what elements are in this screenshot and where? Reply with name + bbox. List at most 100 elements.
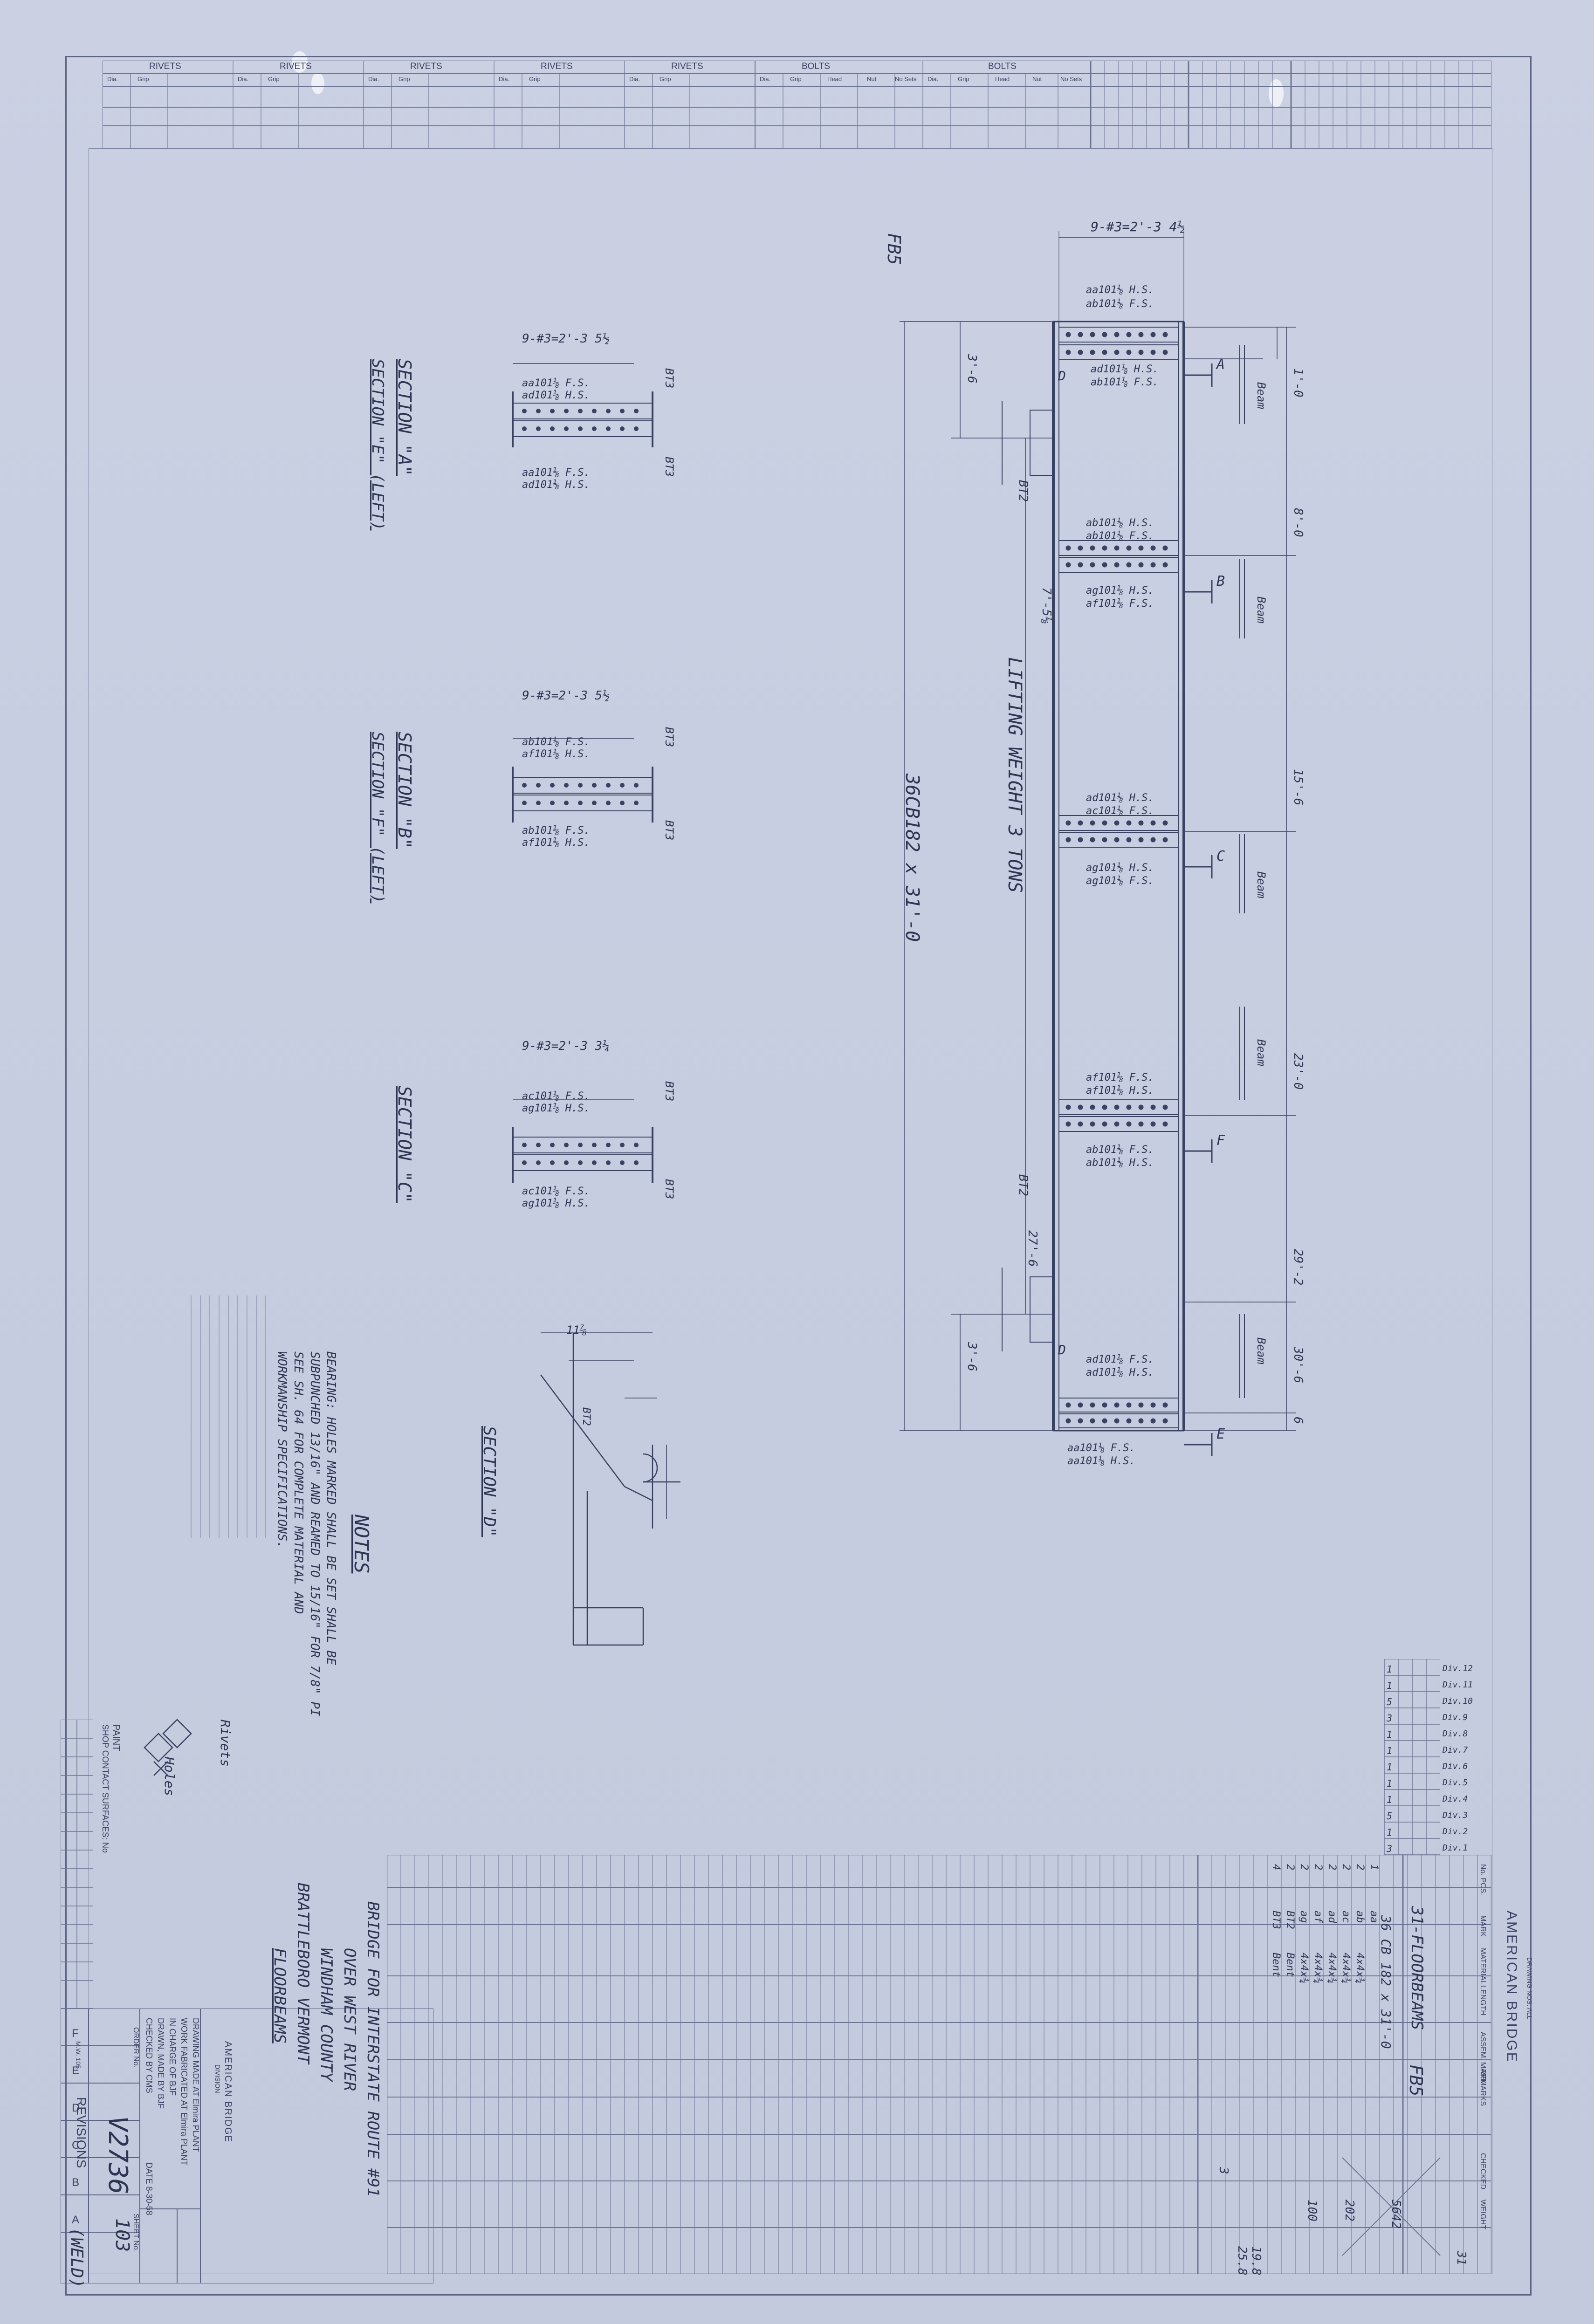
paint-title: PAINT bbox=[111, 1724, 121, 1751]
dim-right: 23'-0 bbox=[1291, 1053, 1305, 1090]
header-group-label: BOLTS bbox=[988, 62, 1017, 71]
div-label: Div.11 bbox=[1443, 1680, 1473, 1690]
bom-label: 31-FLOORBEAMS bbox=[1408, 1906, 1426, 2030]
section-mark: F bbox=[1216, 1132, 1225, 1149]
dim-mid: 7'-5⅛ bbox=[1039, 587, 1053, 624]
header-group-label: RIVETS bbox=[671, 62, 703, 71]
section-a-dim: 9-#3=2'-3 5½ bbox=[522, 332, 610, 346]
bom-row-mark: ac bbox=[1340, 1911, 1352, 1923]
rivet-legend-shop: Rivets bbox=[218, 1720, 233, 1767]
div-label: Div.7 bbox=[1443, 1745, 1468, 1755]
bom-weight: 202 bbox=[1342, 2200, 1356, 2221]
order-number: V2736 bbox=[103, 2116, 133, 2194]
elevation-top-dim: 9-#3=2'-3 4½ bbox=[1091, 219, 1185, 234]
callout: ag101⅛ H.S. bbox=[1086, 862, 1154, 874]
bom-row-mark: ab bbox=[1354, 1911, 1366, 1923]
tb-order-label: ORDER No. bbox=[132, 2027, 140, 2068]
section-c-bt: BT3 bbox=[663, 1179, 676, 1200]
bom-row-pcs: 2 bbox=[1326, 1864, 1338, 1871]
div-label: Div.3 bbox=[1443, 1810, 1468, 1820]
bom-total: 31 bbox=[1454, 2251, 1468, 2266]
rivet-col-label: Grip bbox=[268, 75, 280, 82]
section-d-dim: 11⅞ bbox=[566, 1323, 587, 1337]
bom-row-desc: 4x4x¾ bbox=[1312, 1953, 1324, 1984]
bom-row-pcs: 2 bbox=[1312, 1864, 1324, 1871]
div-label: Div.2 bbox=[1443, 1827, 1468, 1837]
bom-row-pcs: 2 bbox=[1340, 1864, 1352, 1871]
div-label: Div.6 bbox=[1443, 1762, 1468, 1771]
dim-left: 3'-6 bbox=[965, 354, 979, 384]
section-a-bt: BT3 bbox=[663, 457, 676, 477]
section-c-dim: 9-#3=2'-3 3¼ bbox=[522, 1039, 610, 1053]
bom-member-mark: FB5 bbox=[1406, 2064, 1426, 2097]
section-a-callout: ad101⅛ H.S. bbox=[522, 479, 590, 491]
dim-left: 3'-6 bbox=[965, 1342, 979, 1371]
header-subcols: Dia. Grip Dia. Grip Dia. Grip Dia. Grip … bbox=[103, 75, 1491, 88]
tb-drawn-by: DRAWN, MADE BY BJF bbox=[156, 2018, 165, 2109]
bom-row-pcs: 2 bbox=[1298, 1864, 1310, 1871]
bolt-col-label: Nut bbox=[1032, 75, 1042, 82]
sheet-number: 103 bbox=[111, 2218, 133, 2252]
div-label: Div.12 bbox=[1443, 1664, 1473, 1673]
div-value: 1 bbox=[1387, 1778, 1393, 1789]
div-value: 1 bbox=[1387, 1680, 1393, 1691]
tb-checked-by: CHECKED BY CMS bbox=[144, 2018, 154, 2093]
section-b-callout: ab101⅛ F.S. bbox=[522, 825, 590, 836]
callout: ab101⅛ F.S. bbox=[1091, 377, 1159, 388]
section-b-bt: BT3 bbox=[663, 820, 676, 841]
division-tally-grid bbox=[1384, 1659, 1440, 1855]
bom-row-mark: BT3 bbox=[1270, 1911, 1282, 1929]
callout: ab101⅛ H.S. bbox=[1086, 517, 1154, 529]
bolt-col-label: Head bbox=[995, 75, 1010, 82]
div-label: Div.1 bbox=[1443, 1843, 1468, 1853]
bom-header: CHECKED bbox=[1479, 2153, 1487, 2190]
header-group-label: RIVETS bbox=[541, 62, 573, 71]
beam-label: Beam bbox=[1255, 871, 1268, 898]
header-group-label: RIVETS bbox=[410, 62, 442, 71]
bill-of-material-grid bbox=[387, 1855, 1491, 2274]
div-value: 5 bbox=[1387, 1696, 1393, 1707]
bom-row-desc: Bent bbox=[1270, 1953, 1282, 1977]
section-details bbox=[512, 363, 653, 1183]
floorbeam-elevation bbox=[900, 231, 1296, 1456]
rev-letter: C bbox=[72, 2139, 80, 2152]
rivet-col-label: Grip bbox=[660, 75, 671, 82]
bom-company: AMERICAN BRIDGE bbox=[1504, 1911, 1519, 2063]
callout: ad101⅛ H.S. bbox=[1086, 792, 1154, 804]
section-subtitle: SECTION "E" (LEFT) bbox=[368, 359, 387, 531]
rivet-col-label: Grip bbox=[137, 75, 149, 82]
callout: ac101⅛ F.S. bbox=[1086, 805, 1154, 817]
lifting-weight-note: LIFTING WEIGHT 3 TONS bbox=[1004, 657, 1025, 893]
bom-drawing-title: DRAWING NOS. ALL bbox=[1526, 1957, 1533, 2020]
section-title: SECTION "B" bbox=[394, 732, 415, 849]
callout: aa101⅛ F.S. bbox=[1067, 1442, 1135, 1454]
title-block-frame bbox=[61, 2009, 433, 2283]
callout: ag101⅛ H.S. bbox=[1086, 585, 1154, 596]
callout: ab101⅛ F.S. bbox=[1086, 1144, 1154, 1156]
div-value: 1 bbox=[1387, 1794, 1393, 1805]
member-mark: FB5 bbox=[884, 233, 904, 265]
beam-label: Beam bbox=[1255, 596, 1268, 624]
member-size-label: 36CB182 x 31'-0 bbox=[901, 774, 923, 942]
bom-header: No. PCS. bbox=[1479, 1864, 1487, 1895]
section-b-callout: af101⅛ H.S. bbox=[522, 837, 590, 849]
rev-letter: D bbox=[72, 2102, 80, 2114]
bolt-col-label: No Sets bbox=[1060, 75, 1082, 82]
bom-header: REMARKS bbox=[1479, 2069, 1487, 2106]
section-title: SECTION "A" bbox=[394, 359, 415, 476]
section-subtitle: SECTION "F" (LEFT) bbox=[368, 732, 387, 904]
bom-weight: 100 bbox=[1305, 2200, 1319, 2221]
bolt-col-label: Dia. bbox=[928, 75, 939, 82]
rev-letter: F bbox=[72, 2027, 79, 2040]
dim-right: 15'-6 bbox=[1291, 769, 1305, 806]
tb-date: DATE 8-30-58 bbox=[144, 2162, 154, 2215]
bom-row-desc: Bent bbox=[1284, 1953, 1296, 1977]
callout: ag101⅛ F.S. bbox=[1086, 875, 1154, 887]
section-title: SECTION "C" bbox=[394, 1086, 415, 1203]
project-line: BRATTLEBORO VERMONT bbox=[294, 1883, 312, 2064]
section-b-bt: BT3 bbox=[663, 727, 676, 747]
callout: af101⅛ F.S. bbox=[1086, 1072, 1154, 1083]
div-label: Div.4 bbox=[1443, 1794, 1468, 1804]
callout: ab101⅛ F.S. bbox=[1086, 530, 1154, 542]
header-table-grid bbox=[103, 61, 1491, 149]
